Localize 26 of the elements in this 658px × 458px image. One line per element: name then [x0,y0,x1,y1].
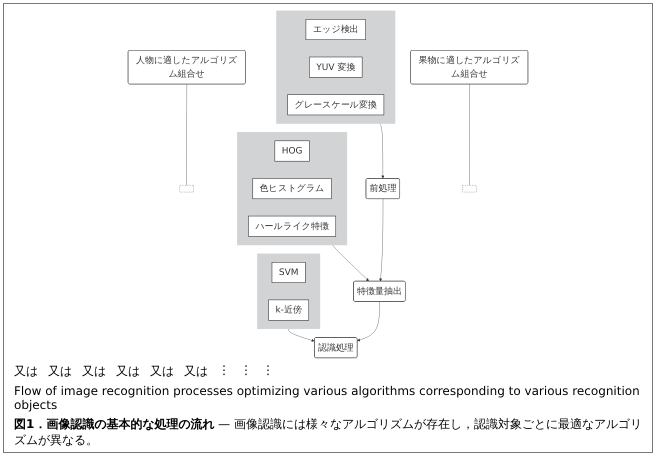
label-text: 又は [82,362,106,380]
figure-caption: 図1．画像認識の基本的な処理の流れ — 画像認識には様々なアルゴリズムが存在し，認識対象ごとに最適なアルゴリズムが異なる。 [14,416,642,448]
node-box: エッジ検出 [306,19,366,40]
node-box: k-近傍 [268,300,310,321]
node-box: SVM [272,262,306,283]
label-text: Flow of image recognition processes optimizing various algorithms corresponding to various recognition objects [14,384,641,412]
node-box: HOG [274,140,310,162]
label-text: 又は [150,362,174,380]
connector [186,84,188,186]
label-text: 又は [48,362,72,380]
node-box [180,185,194,192]
node-box: 色ヒストグラム [252,178,332,200]
label-text: ⋮ [240,362,252,379]
cluster [237,132,348,246]
cluster [276,10,396,124]
node-box: ハールライク特徴 [248,216,336,237]
cluster [257,254,320,330]
node-box [462,185,476,192]
label-text: 又は [184,362,208,380]
node-box: YUV 変換 [309,56,362,78]
label-text: ⋮ [262,362,274,379]
node-box: グレースケール変換 [287,94,384,116]
connector [469,84,470,186]
label-text: 又は [116,362,140,380]
label-text: ⋮ [218,362,230,379]
label-text: 又は [14,362,38,380]
